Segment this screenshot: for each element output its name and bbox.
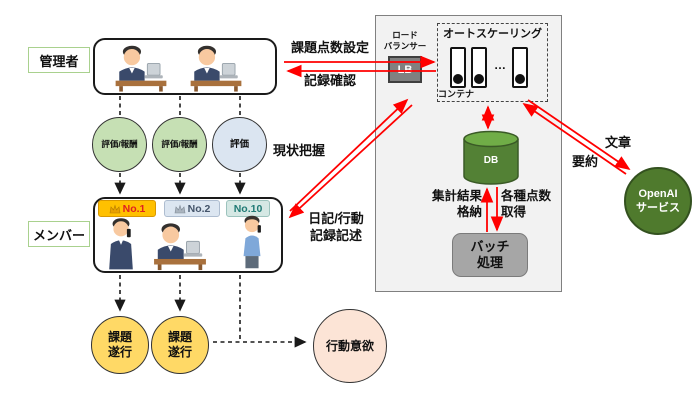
- admin-person-icon: [115, 45, 167, 93]
- container-icon: [471, 47, 487, 88]
- motivation-circle-label: 行動意欲: [325, 338, 374, 353]
- database-icon: [463, 130, 519, 185]
- batch-process-box: バッチ 処理: [452, 233, 528, 277]
- openai-service-circle: OpenAI サービス: [624, 167, 692, 235]
- rank-badge-label: No.1: [122, 202, 146, 215]
- flow-label-fetch-scores: 各種点数 取得: [501, 189, 552, 220]
- evaluation-circle: 評価/報酬: [92, 117, 147, 172]
- rank-badge-10: No.10: [226, 200, 270, 217]
- admin-name-box: 管理者: [28, 47, 90, 73]
- task-circle: 課題 遂行: [91, 316, 149, 374]
- crown-silver-icon: [174, 204, 185, 213]
- member-person-laptop-icon: [153, 222, 207, 271]
- member-person-casual-icon: [243, 215, 261, 269]
- container-label: コンテナ: [438, 89, 475, 99]
- rank-badge-2: No.2: [164, 200, 220, 217]
- flow-label-task-score-setting: 課題点数設定: [290, 40, 369, 55]
- autoscaling-label: オートスケーリング: [443, 28, 542, 40]
- load-balancer-box: LB: [388, 56, 422, 83]
- load-balancer-label: ロード バランサー: [383, 30, 427, 52]
- container-icon: [450, 47, 466, 88]
- batch-process-label: バッチ 処理: [470, 238, 510, 270]
- evaluation-circle: 評価/報酬: [152, 117, 207, 172]
- admin-label: 管理者: [39, 53, 79, 69]
- member-label: メンバー: [32, 227, 85, 243]
- rank-badge-label: No.10: [233, 202, 263, 215]
- flow-label-store-results: 集計結果 格納: [431, 189, 482, 220]
- task-circle-label: 課題 遂行: [167, 330, 192, 359]
- container-ellipsis: …: [494, 58, 506, 72]
- flow-label-document: 文章: [604, 135, 631, 150]
- task-circle: 課題 遂行: [151, 316, 209, 374]
- autoscaling-group-box: [437, 23, 548, 102]
- rank-badge-1: No.1: [98, 200, 156, 217]
- flow-label-status-grasp: 現状把握: [272, 143, 325, 158]
- lb-text: LB: [397, 63, 413, 76]
- member-name-box: メンバー: [28, 221, 90, 247]
- evaluation-circle-label: 評価: [229, 138, 249, 150]
- crown-gold-icon: [109, 204, 120, 213]
- evaluation-circle-label: 評価/報酬: [101, 139, 138, 150]
- motivation-circle: 行動意欲: [313, 309, 387, 383]
- member-person-phone-icon: [109, 218, 133, 270]
- openai-service-label: OpenAI サービス: [636, 187, 680, 214]
- container-icon: [512, 47, 528, 88]
- flow-label-diary-record: 日記/行動 記録記述: [308, 211, 364, 243]
- admin-person-icon: [190, 45, 242, 93]
- evaluation-circle: 評価: [212, 117, 267, 172]
- flow-label-record-check: 記録確認: [303, 73, 356, 88]
- database-label: DB: [483, 155, 499, 166]
- rank-badge-label: No.2: [187, 202, 211, 215]
- flow-label-summary: 要約: [571, 154, 598, 169]
- evaluation-circle-label: 評価/報酬: [161, 139, 198, 150]
- task-circle-label: 課題 遂行: [107, 330, 132, 359]
